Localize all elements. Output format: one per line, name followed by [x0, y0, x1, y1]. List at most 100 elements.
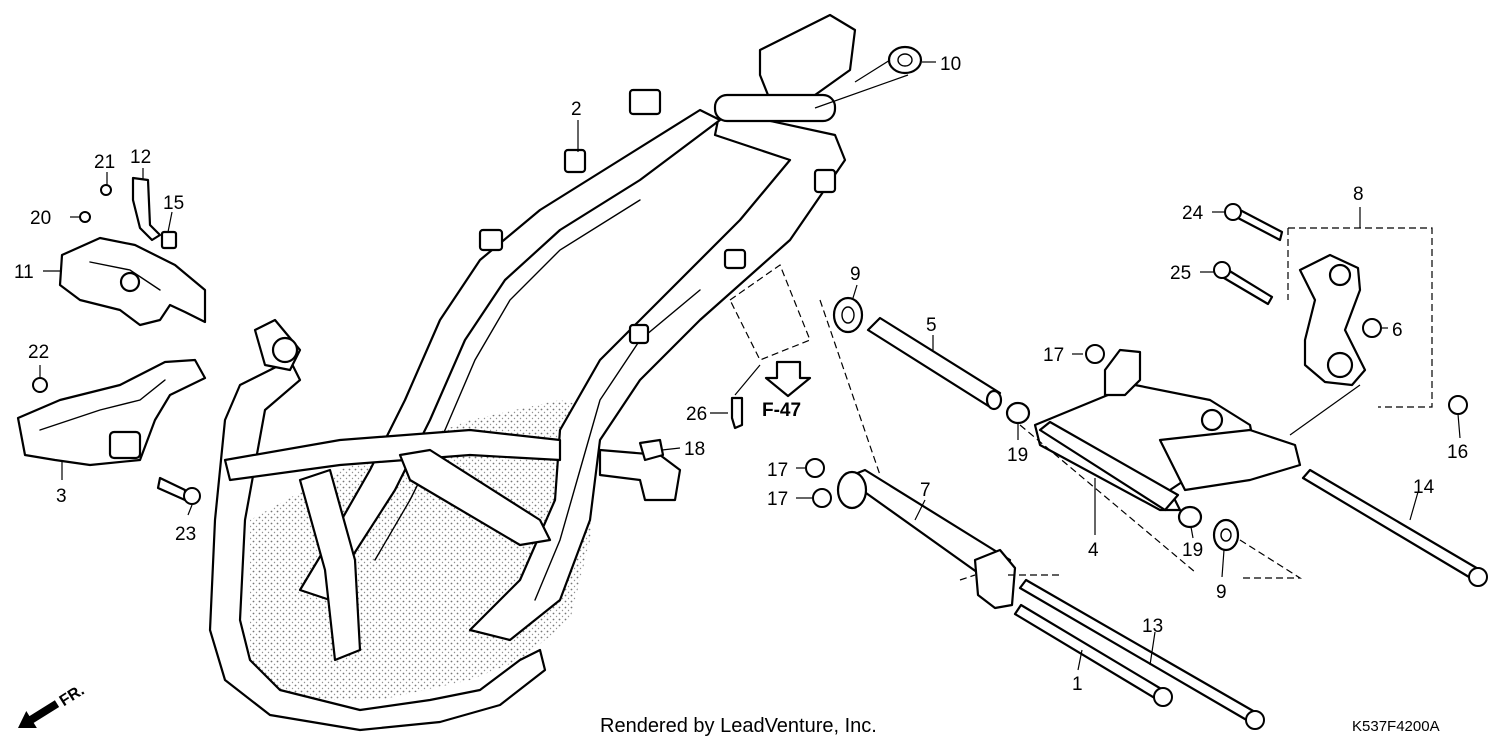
callout-15: 15: [163, 193, 184, 214]
callout-13: 13: [1142, 616, 1163, 637]
front-direction-indicator: FR.: [18, 682, 88, 729]
frame-inner-rail-2: [534, 289, 701, 601]
part-7-flange: [973, 548, 1017, 610]
callout-2: 2: [571, 99, 582, 120]
part-4-eye: [1200, 408, 1224, 432]
callout-17-mid: 17: [767, 460, 788, 481]
callout-25: 25: [1170, 263, 1191, 284]
part-20-screw: [79, 211, 91, 223]
f47-reference: F-47: [762, 360, 812, 421]
callout-17-upper: 17: [1043, 345, 1064, 366]
callout-19-lower: 19: [1182, 540, 1203, 561]
frame-footboard-support: [398, 448, 552, 547]
part-21-bolt: [100, 184, 112, 196]
frame-bracket-d: [723, 248, 747, 270]
callout-7: 7: [920, 480, 931, 501]
frame-spine-tube: [468, 108, 847, 642]
callout-12: 12: [130, 147, 151, 168]
diagram-code: K537F4200A: [1352, 718, 1440, 735]
callout-26: 26: [686, 404, 707, 425]
part-17-nut-a: [1085, 344, 1105, 364]
part-22-nut: [32, 377, 48, 393]
part-13-head: [1245, 710, 1265, 730]
part-3-arm: [39, 379, 166, 431]
part-23-head: [183, 487, 201, 505]
frame-cross-tube: [713, 93, 837, 123]
frame-left-upright: [298, 468, 362, 662]
part-9-washer-upper-hole: [841, 306, 855, 324]
frame-bracket-b: [478, 228, 504, 252]
callout-18: 18: [684, 439, 705, 460]
dashed-guides: [729, 227, 1433, 581]
part-10-bushing-hole: [897, 53, 913, 67]
part-14-head: [1468, 567, 1488, 587]
assembly-10: [887, 45, 923, 75]
part-24-head: [1224, 203, 1242, 221]
frame-bracket-a: [563, 148, 587, 174]
callout-14: 14: [1413, 477, 1435, 498]
part-4-tube: [1038, 420, 1180, 512]
callout-10: 10: [940, 54, 961, 75]
callout-24: 24: [1182, 203, 1204, 224]
long-bolts: [1013, 468, 1488, 730]
part-11-inner: [89, 261, 161, 291]
callout-labels: 2 10 21 12 15 20 11 22 3 23 26 18 9 5 17…: [14, 54, 1468, 695]
part-26-clip: [730, 396, 744, 430]
assembly-12: [79, 176, 178, 250]
frame-seat-loop: [598, 448, 682, 502]
render-credit: Rendered by LeadVenture, Inc.: [600, 715, 877, 737]
main-frame: [208, 13, 857, 732]
part-12-bracket: [131, 176, 162, 242]
callout-3: 3: [56, 486, 67, 507]
assembly-4: [1033, 348, 1302, 512]
frame-bracket-e: [813, 168, 837, 194]
part-7-pipe-end: [836, 470, 868, 510]
part-8-eye-top: [1328, 263, 1352, 287]
callout-6: 6: [1392, 320, 1403, 341]
small-parts: [638, 396, 744, 462]
callout-8: 8: [1353, 184, 1364, 205]
part-4-bracket: [1103, 348, 1142, 397]
part-23-bolt: [156, 476, 187, 502]
callout-22: 22: [28, 342, 49, 363]
part-10-bushing: [887, 45, 923, 75]
part-25-bolt: [1222, 268, 1274, 306]
callout-4: 4: [1088, 540, 1099, 561]
front-arrow-icon: [18, 700, 60, 729]
part-8-eye-bottom: [1326, 351, 1354, 379]
part-19-bushing-lower: [1177, 505, 1203, 529]
assembly-9-lower: [1212, 518, 1240, 552]
frame-lower-crossmember: [223, 428, 562, 482]
part-9-washer-upper: [832, 296, 864, 334]
part-9-washer-lower-hole: [1220, 528, 1232, 542]
callout-20: 20: [30, 208, 51, 229]
part-5-collar-end: [985, 389, 1003, 411]
part-4-arm: [1158, 428, 1302, 492]
callout-16: 16: [1447, 442, 1468, 463]
part-8-link: [1298, 253, 1367, 387]
assembly-3: [16, 358, 207, 505]
callout-17-lower: 17: [767, 489, 788, 510]
assembly-9-upper: [832, 296, 864, 334]
down-arrow-icon: [764, 360, 812, 398]
part-25-head: [1213, 261, 1231, 279]
frame-boss: [271, 336, 299, 364]
assembly-11: [58, 236, 207, 327]
frame-front-loop: [208, 358, 547, 732]
part-19-bushing-upper: [1005, 401, 1031, 425]
callout-21: 21: [94, 152, 115, 173]
callout-9-upper: 9: [850, 264, 861, 285]
frame-bracket-f: [628, 88, 662, 116]
part-9-washer-lower: [1212, 518, 1240, 552]
part-15-clip: [160, 230, 178, 250]
reference-label: F-47: [762, 400, 801, 421]
assembly-5: [866, 316, 1003, 411]
assembly-19: [1005, 401, 1203, 529]
callout-9-lower: 9: [1216, 582, 1227, 603]
assembly-7: [836, 468, 1017, 610]
nuts-17: [805, 344, 1105, 508]
callout-5: 5: [926, 315, 937, 336]
direction-label: FR.: [57, 682, 88, 710]
callout-23: 23: [175, 524, 196, 545]
